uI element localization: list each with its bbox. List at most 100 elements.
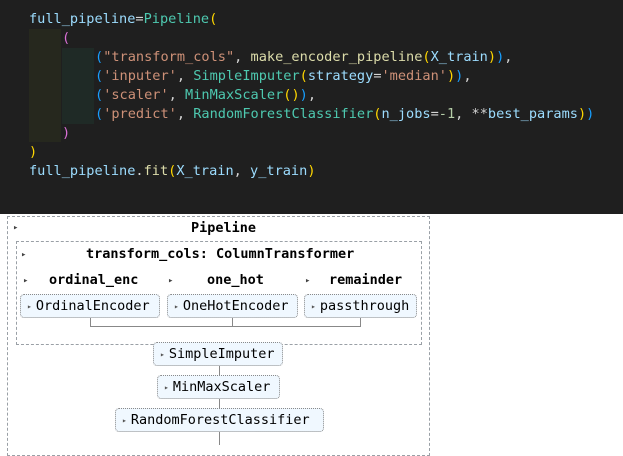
token: ( xyxy=(95,68,104,84)
estimator-onehot-encoder[interactable]: ▸OneHotEncoder xyxy=(167,294,298,318)
code-line-7: ) xyxy=(62,124,70,143)
token: 'inputer' xyxy=(103,68,177,84)
estimator-name: OrdinalEncoder xyxy=(35,298,150,314)
token: ) xyxy=(307,163,316,179)
estimator-passthrough[interactable]: ▸passthrough xyxy=(304,294,417,318)
token: strategy xyxy=(307,68,374,84)
token: ) xyxy=(62,125,71,141)
branch-label-ordinal-enc[interactable]: ordinal_enc xyxy=(49,272,139,288)
token: 'median' xyxy=(381,68,447,84)
code-line-1: full_pipeline=Pipeline( xyxy=(29,10,217,29)
expand-arrow-icon: ▸ xyxy=(27,301,32,311)
token: = xyxy=(430,106,439,122)
token: full_pipeline xyxy=(29,11,136,27)
token: ( xyxy=(62,30,71,46)
panel-bottom-strip xyxy=(0,207,623,214)
estimator-name: OneHotEncoder xyxy=(182,298,289,314)
estimator-name: MinMaxScaler xyxy=(172,379,271,395)
branch-toggle-icon[interactable]: ▸ xyxy=(23,276,29,286)
token: ( xyxy=(422,49,431,65)
estimator-ordinal-encoder[interactable]: ▸OrdinalEncoder xyxy=(20,294,160,318)
token: ) xyxy=(487,49,497,65)
token: -1 xyxy=(438,106,456,122)
expand-arrow-icon: ▸ xyxy=(174,301,179,311)
token: y_train xyxy=(250,163,308,179)
token: X_train xyxy=(176,163,234,179)
pipeline-toggle-icon[interactable]: ▸ xyxy=(13,223,19,233)
token: , xyxy=(233,163,251,179)
token: ** xyxy=(471,106,488,122)
token: ( xyxy=(95,87,104,103)
token: SimpleImputer xyxy=(193,68,300,84)
token: , xyxy=(176,68,194,84)
token: , xyxy=(234,49,251,65)
token: , xyxy=(504,49,513,65)
connector-line xyxy=(360,318,361,326)
token: MinMaxScaler xyxy=(185,87,284,103)
token: RandomForestClassifier xyxy=(193,106,374,122)
code-line-5: ('scaler', MinMaxScaler()), xyxy=(95,86,316,105)
code-line-3: ("transform_cols", make_encoder_pipeline… xyxy=(95,48,512,67)
pipeline-label[interactable]: Pipeline xyxy=(191,220,257,236)
token: , xyxy=(463,68,472,84)
token: 'predict' xyxy=(103,106,177,122)
estimator-minmax-scaler[interactable]: ▸MinMaxScaler xyxy=(157,375,280,399)
token: best_params xyxy=(487,106,578,122)
connector-line xyxy=(232,318,233,326)
estimator-simple-imputer[interactable]: ▸SimpleImputer xyxy=(153,342,283,366)
token: make_encoder_pipeline xyxy=(250,49,423,65)
token: ( xyxy=(168,163,177,179)
code-line-2: ( xyxy=(62,29,70,48)
token: . xyxy=(135,163,144,179)
token: ) xyxy=(586,106,595,122)
token: ) xyxy=(577,106,587,122)
token: ) xyxy=(299,87,308,103)
code-line-9: full_pipeline.fit(X_train, y_train) xyxy=(29,162,316,181)
token: = xyxy=(373,68,382,84)
code-line-6: ('predict', RandomForestClassifier(n_job… xyxy=(95,105,594,124)
branch-toggle-icon[interactable]: ▸ xyxy=(305,276,311,286)
token: () xyxy=(283,87,300,103)
estimator-name: SimpleImputer xyxy=(168,346,275,362)
token: fit xyxy=(143,163,169,179)
branch-label-one-hot[interactable]: one_hot xyxy=(207,272,264,288)
token: , xyxy=(455,106,472,122)
pipeline-diagram: ▸ Pipeline ▸ transform_cols: ColumnTrans… xyxy=(0,214,623,456)
token: ( xyxy=(373,106,382,122)
branch-label-remainder[interactable]: remainder xyxy=(329,272,403,288)
token: , xyxy=(176,106,194,122)
connector-line xyxy=(90,326,361,327)
connector-line xyxy=(90,318,91,326)
token: 'scaler' xyxy=(103,87,169,103)
token: ) xyxy=(455,68,464,84)
code-editor[interactable]: full_pipeline=Pipeline( ( ("transform_co… xyxy=(0,0,623,214)
column-transformer-toggle-icon[interactable]: ▸ xyxy=(21,250,27,260)
code-line-4: ('inputer', SimpleImputer(strategy='medi… xyxy=(95,67,472,86)
estimator-name: RandomForestClassifier xyxy=(130,412,310,428)
token: ( xyxy=(299,68,308,84)
token: , xyxy=(168,87,186,103)
estimator-name: passthrough xyxy=(319,298,410,314)
token: ) xyxy=(29,144,38,160)
code-line-8: ) xyxy=(29,143,37,162)
estimator-random-forest[interactable]: ▸RandomForestClassifier xyxy=(115,408,324,432)
token: , xyxy=(307,87,317,103)
branch-toggle-icon[interactable]: ▸ xyxy=(168,276,174,286)
expand-arrow-icon: ▸ xyxy=(160,349,165,359)
expand-arrow-icon: ▸ xyxy=(122,415,127,425)
token: n_jobs xyxy=(381,106,431,122)
token: ( xyxy=(95,106,104,122)
indent-guide xyxy=(29,29,61,142)
token: X_train xyxy=(430,49,488,65)
expand-arrow-icon: ▸ xyxy=(311,301,316,311)
column-transformer-label[interactable]: transform_cols: ColumnTransformer xyxy=(86,246,355,262)
token: "transform_cols" xyxy=(103,49,235,65)
token: Pipeline xyxy=(143,11,210,27)
token: ) xyxy=(446,68,456,84)
token: = xyxy=(135,11,144,27)
indent-guide xyxy=(62,48,94,124)
expand-arrow-icon: ▸ xyxy=(164,382,169,392)
token: ) xyxy=(496,49,505,65)
token: full_pipeline xyxy=(29,163,136,179)
token: ( xyxy=(95,49,104,65)
